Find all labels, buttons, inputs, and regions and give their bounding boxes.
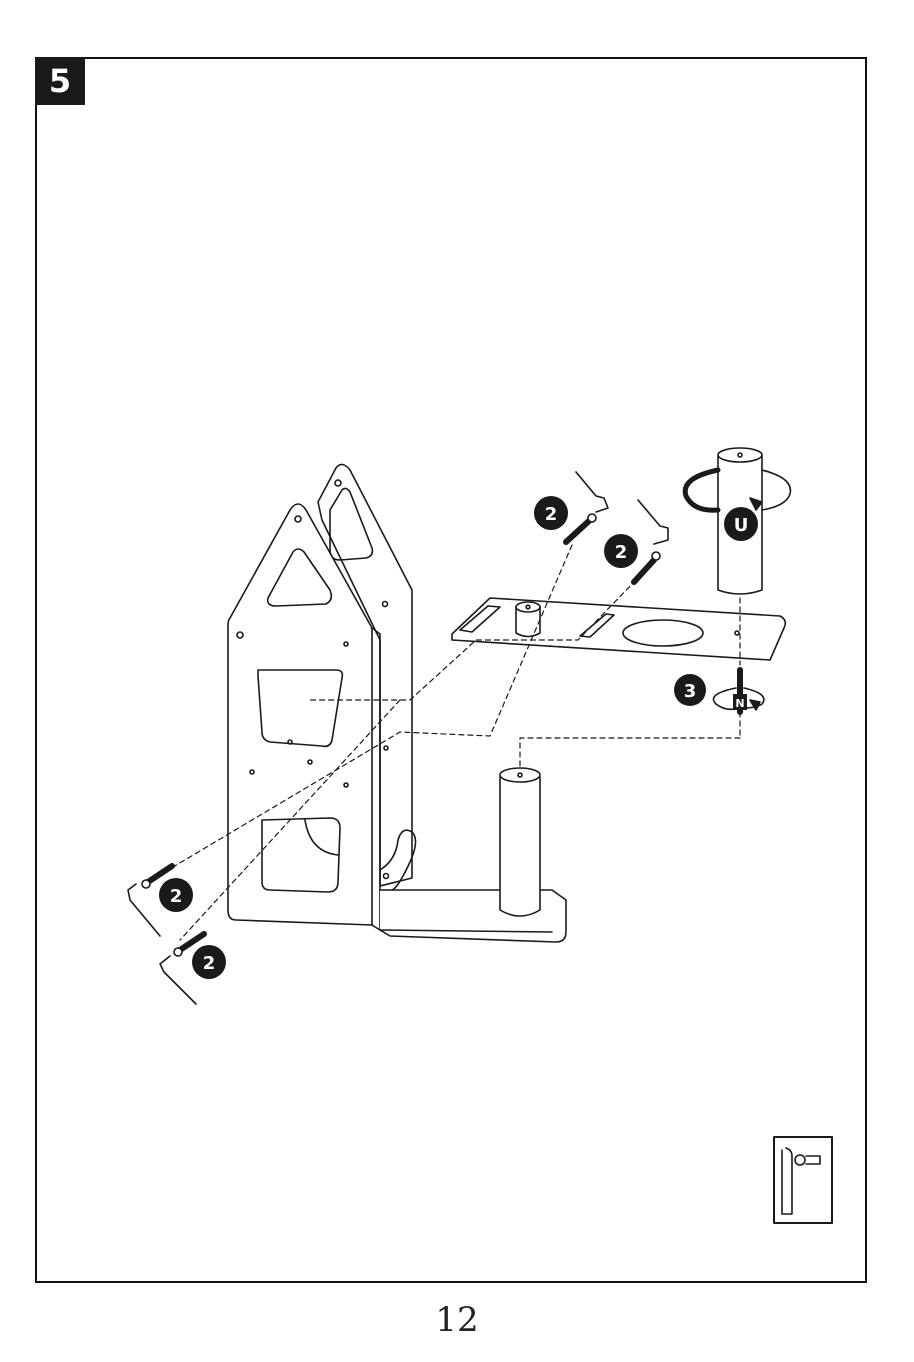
callout-text: U [734,515,749,536]
callout-text: 2 [615,542,628,563]
callout-text: 2 [170,886,183,907]
callout-screw-top-right: 2 [604,534,638,568]
page-number: 12 [0,1300,914,1340]
callout-screw-bottom-a: 2 [159,878,193,912]
callout-bolt-letter: N [733,694,747,710]
base-post [500,768,540,916]
top-plate [452,598,785,660]
screw-top-left [566,472,608,542]
callout-text: 2 [203,953,216,974]
callout-screw-bottom-b: 2 [192,945,226,979]
tool-box [774,1137,832,1223]
callout-text: 3 [684,681,697,702]
callout-rod-letter: U [724,507,758,541]
callout-screw-top-left: 2 [534,496,568,530]
callout-text: N [735,697,744,710]
callout-bolt-quantity: 3 [674,674,706,706]
callout-text: 2 [545,504,558,525]
screw-top-right [634,500,668,582]
